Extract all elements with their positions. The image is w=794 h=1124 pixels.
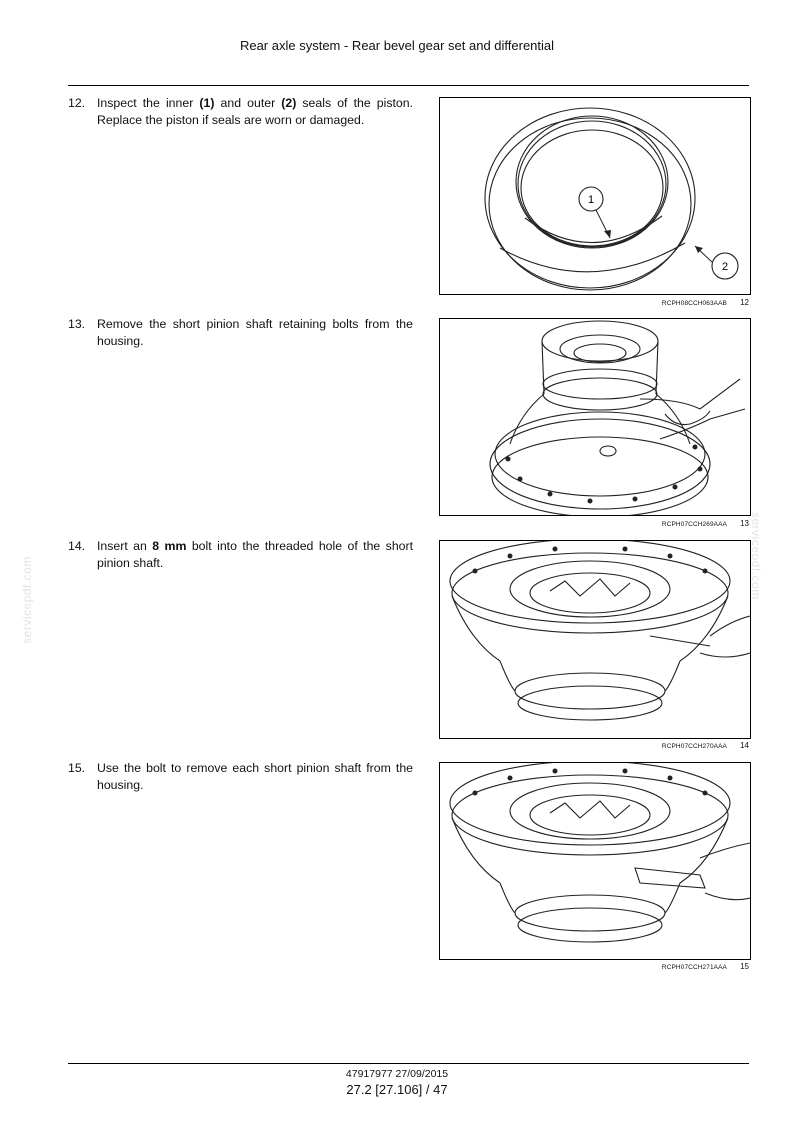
- step-text: Insert an 8 mm bolt into the threaded ho…: [97, 539, 414, 570]
- step-text: Use the bolt to remove each short pinion…: [97, 761, 413, 792]
- step-13: 13. Remove the short pinion shaft retain…: [68, 316, 413, 350]
- step-number: 13.: [68, 317, 86, 331]
- step-text: Remove the short pinion shaft retaining …: [97, 317, 413, 348]
- callout-2: 2: [694, 245, 739, 280]
- step-number: 12.: [68, 96, 86, 110]
- page-header-title: Rear axle system - Rear bevel gear set a…: [239, 38, 555, 53]
- callout-1: 1: [578, 186, 611, 239]
- figure-piston-seals: 1 2: [439, 97, 751, 295]
- footer-doc-id: 47917977 27/09/2015: [345, 1068, 449, 1080]
- figure-insert-bolt: [439, 540, 751, 739]
- svg-text:1: 1: [588, 194, 594, 206]
- footer-divider: [68, 1063, 749, 1064]
- watermark-right: servicepdf.com: [749, 512, 763, 600]
- figure-pinion-bolts: [439, 318, 751, 516]
- step-number: 14.: [68, 539, 86, 553]
- figure-remove-shaft: [439, 762, 751, 960]
- step-number: 15.: [68, 761, 86, 775]
- step-14: 14. Insert an 8 mm bolt into the threade…: [68, 538, 413, 572]
- header-divider: [68, 85, 749, 86]
- step-12: 12. Inspect the inner (1) and outer (2) …: [68, 95, 413, 129]
- footer-page-number: 27.2 [27.106] / 47: [346, 1082, 448, 1097]
- watermark-left: servicepdf.com: [20, 556, 34, 644]
- svg-text:2: 2: [722, 261, 728, 273]
- step-15: 15. Use the bolt to remove each short pi…: [68, 760, 413, 794]
- step-text: Inspect the inner (1) and outer (2) seal…: [97, 96, 414, 127]
